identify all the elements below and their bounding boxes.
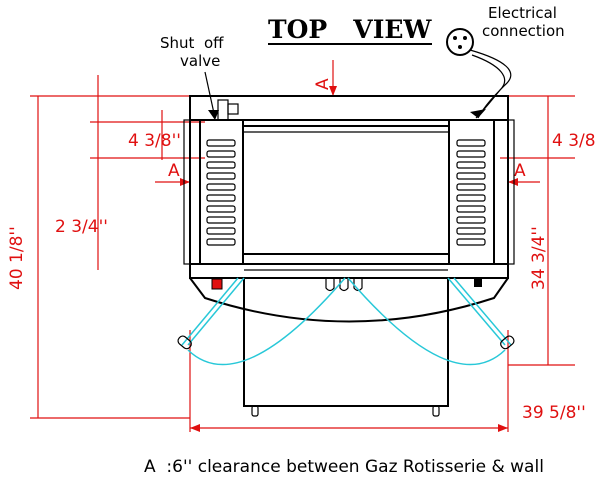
cooking-chamber: [242, 125, 450, 255]
shut-off-label-1: Shut off: [160, 34, 224, 52]
electrical-arrow-head: [470, 109, 486, 118]
right-fitting-icon: [474, 279, 482, 287]
dim-width-arrow-left: [190, 424, 200, 432]
electrical-cable-2: [471, 54, 506, 119]
shut-off-label-2: valve: [180, 52, 220, 70]
valve-arrow-head: [208, 110, 219, 120]
front-handles: [325, 278, 363, 292]
cart-feet: [251, 405, 440, 417]
base-plate: [189, 263, 509, 279]
front-cart: [243, 277, 449, 407]
clearance-left-arrow: [180, 178, 190, 186]
left-vent-slots: [206, 139, 236, 246]
front-curve: [189, 277, 509, 323]
clearance-right-arrow: [508, 178, 518, 186]
dim-side-offset: 2 3/4'': [55, 217, 108, 237]
electrical-cable: [469, 49, 512, 119]
footnote: A :6'' clearance between Gaz Rotisserie …: [144, 457, 544, 477]
clearance-top-label: A: [313, 78, 333, 90]
right-vent-slots: [456, 139, 486, 246]
clearance-top-arrow: [329, 86, 337, 96]
dim-depth-total: 40 1/8'': [7, 226, 27, 290]
right-panel: [448, 119, 495, 265]
valve-fitting-icon: [211, 278, 223, 290]
dim-width-total: 39 5/8'': [522, 403, 586, 423]
electrical-connector-icon: [446, 28, 474, 56]
electrical-label-1: Electrical: [488, 4, 557, 22]
title: TOP VIEW: [268, 15, 432, 44]
dim-width-arrow-right: [498, 424, 508, 432]
shut-off-valve-icon: [217, 99, 239, 121]
door-handles: [177, 335, 515, 350]
dim-rear-left: 4 3/8'': [128, 131, 181, 151]
dim-body-depth: 34 3/4'': [529, 226, 549, 290]
left-door-swing: [181, 277, 346, 366]
right-rail: [507, 119, 515, 265]
dim-rear-right: 4 3/8'': [552, 131, 597, 151]
clearance-left-label: A: [168, 161, 180, 181]
electrical-label-2: connection: [482, 22, 565, 40]
left-rail: [183, 119, 191, 265]
right-door-swing: [347, 277, 512, 366]
clearance-right-label: A: [514, 161, 526, 181]
